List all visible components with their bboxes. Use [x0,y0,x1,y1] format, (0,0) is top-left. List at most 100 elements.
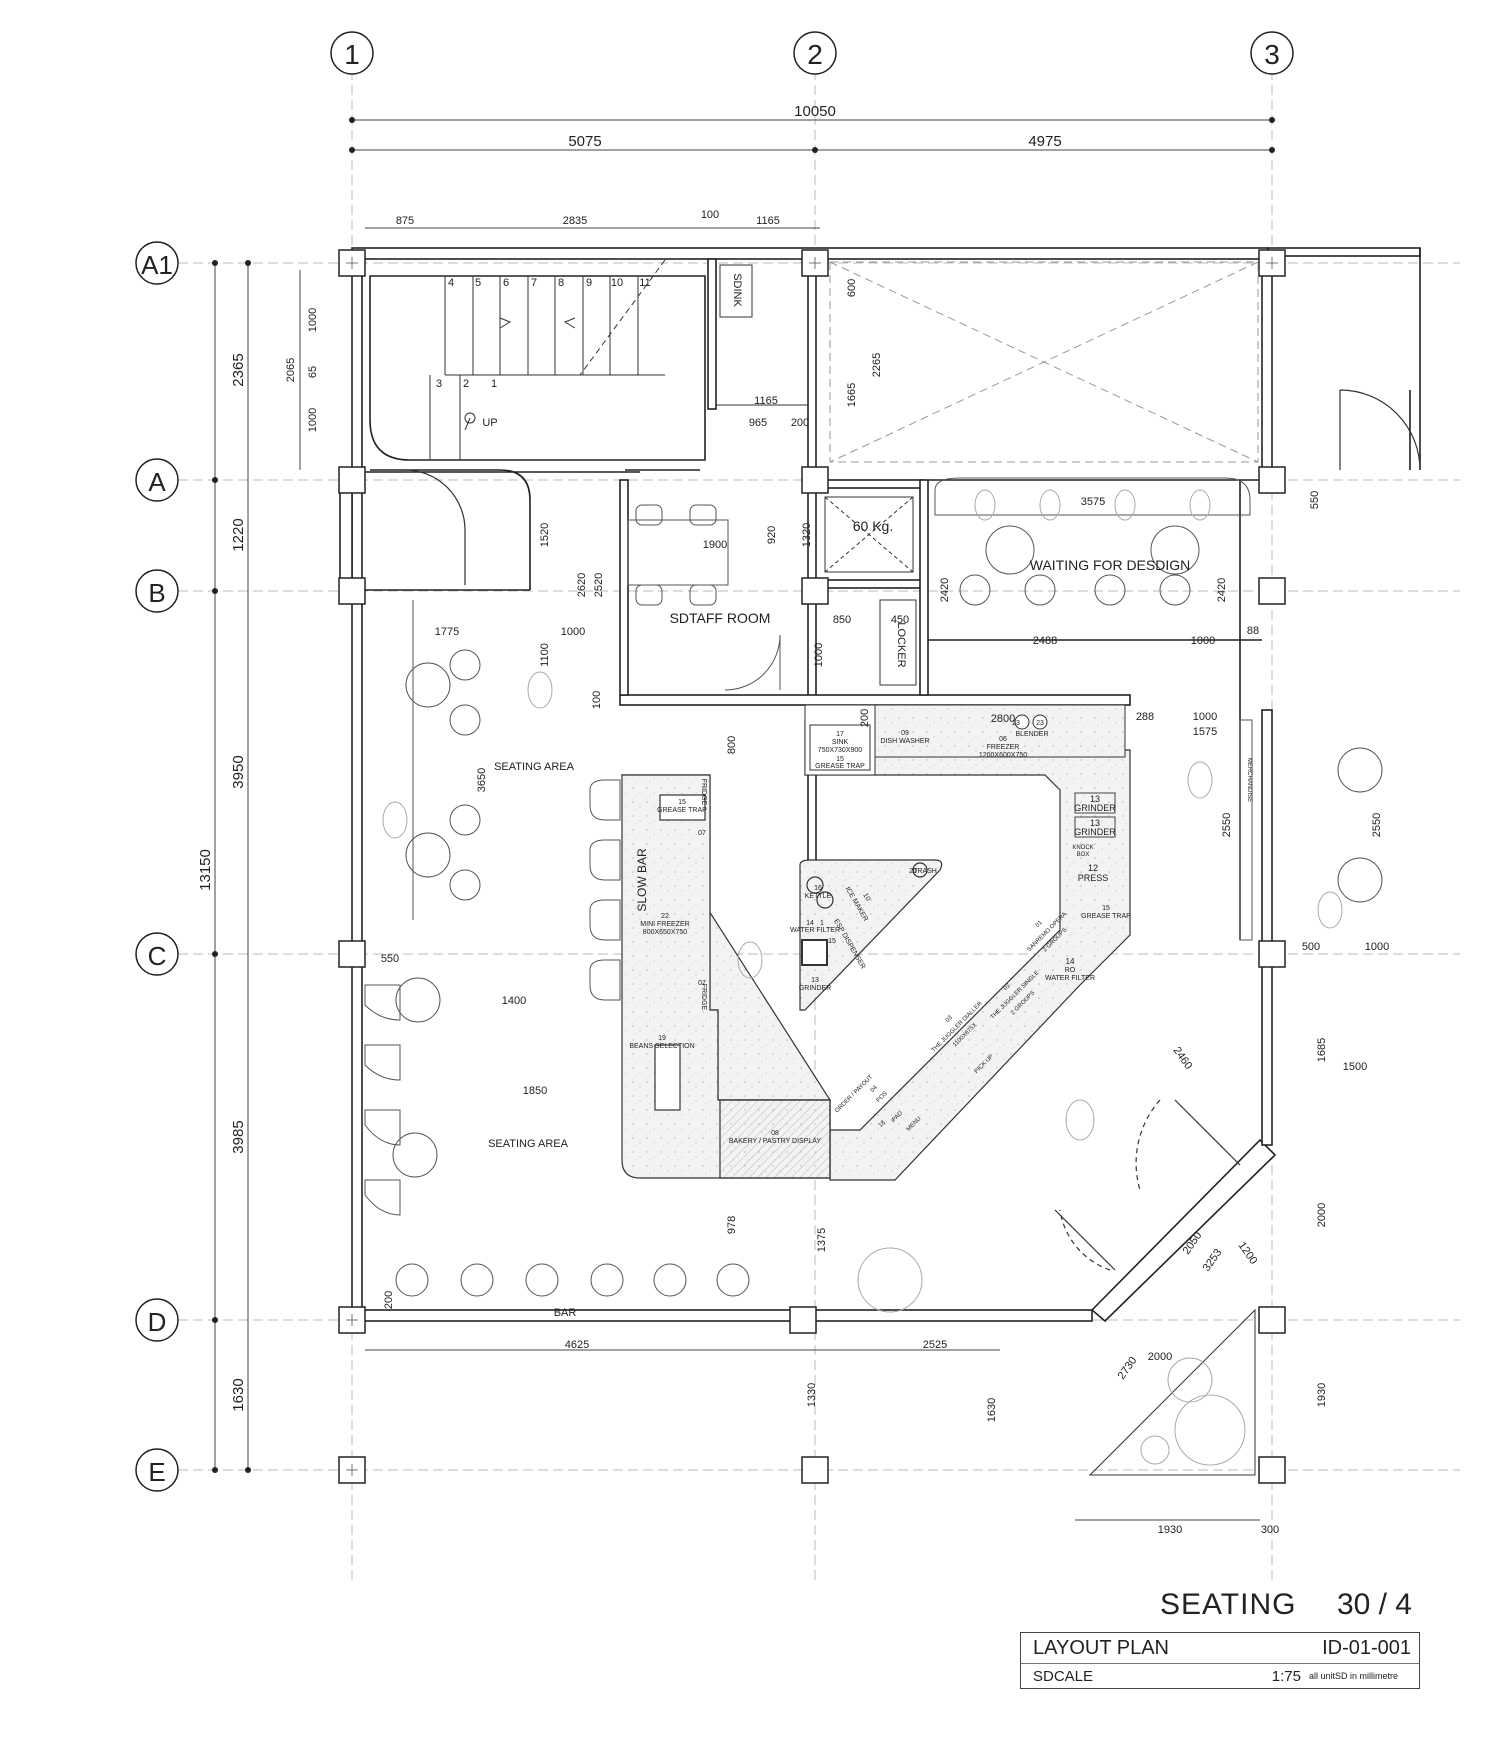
eq-grease-num: 15 [836,756,844,763]
eq-bakery-num: 08 [771,1130,779,1137]
dim-1320: 1320 [801,523,813,547]
dim-1775: 1775 [435,626,459,638]
dim-1630: 1630 [986,1398,998,1422]
eq-water14-sub: 1 [820,920,824,927]
eq-mini-freezer-name: MINI FREEZER [640,921,689,928]
grid-col-1: 1 [344,39,360,70]
dim-top-100: 100 [701,209,719,221]
room-lift: 60 Kg. [853,518,893,534]
grid-bubble-labels: 1 2 3 A1 A B C D E [141,39,1280,1487]
eq-blender-num-b: 23 [1036,720,1044,727]
dim-1930-vertical: 1930 [1316,1383,1328,1407]
drawing-name: LAYOUT PLAN [1033,1636,1169,1659]
eq-dish-num: 09 [901,730,909,737]
eq-grease-name: GREASE TRAP [815,763,865,770]
drawing-code: ID-01-001 [1322,1636,1411,1659]
grid-row-a1: A1 [141,250,173,280]
dim-overall-height: 13150 [197,849,214,891]
dim-2620: 2620 [576,573,588,597]
dim-1930: 1930 [1158,1524,1182,1536]
dim-2000-vertical: 2000 [1316,1203,1328,1227]
title-block: SEATING 30 / 4 LAYOUT PLAN ID-01-001 SDC… [1020,1588,1420,1689]
stair-numbers: 4 5 6 7 8 9 10 11 3 2 1 UP [436,277,651,429]
room-locker: LOCKER [895,622,907,667]
eq-water-r-name: WATER FILTER [1045,975,1095,982]
room-staff-room: SDTAFF ROOM [670,610,771,626]
dim-overall-width: 10050 [794,103,836,120]
room-sink: SDINK [731,273,743,307]
locker-unit [879,599,917,686]
dim-200-kitchen: 200 [859,709,871,727]
planter-triangle [857,1247,1256,1476]
room-labels: SDINK SDTAFF ROOM 60 Kg. WAITING FOR DES… [488,273,1252,1319]
grid-bubbles [135,31,1294,1492]
eq-order-payout: ORDER / PAYOUT [834,1074,874,1114]
eq-fridge-a: FRIDGE [700,779,707,806]
room-bar: BAR [554,1307,577,1319]
void-area [829,261,1259,463]
eq-esp-num: 15 [828,938,836,945]
stair-up-label: UP [482,417,497,429]
stair-step-8: 8 [558,277,564,289]
room-slow-bar: SLOW BAR [635,848,649,912]
dim-1165-lower: 1165 [754,395,778,407]
eq-grease-r-name: GREASE TRAP [1081,913,1131,920]
eq-mini-freezer-size: 800X650X750 [643,929,687,936]
eq-ice-num: 10 [861,892,871,902]
dim-2420-right: 2420 [1216,578,1228,602]
grid-col-2: 2 [807,39,823,70]
sheet-number: 30 / 4 [1336,1588,1412,1621]
dim-2550-left: 2550 [1221,813,1233,837]
eq-grinder-island-num: 13 [811,977,819,984]
stair-step-3: 3 [436,378,442,390]
dim-200-d: 200 [383,1291,395,1309]
dim-2000: 2000 [1148,1351,1172,1363]
eq-juggler2-num: 02 [1003,982,1012,991]
dim-row-c-d: 3985 [230,1120,247,1153]
dim-550-c: 550 [381,953,399,965]
eq-sink-name: SINK [832,739,849,746]
dim-3650: 3650 [476,768,488,792]
dim-2730: 2730 [1116,1355,1140,1382]
dim-88: 88 [1247,625,1259,637]
room-seating-upper: SEATING AREA [494,761,575,773]
eq-grinder-r1-num: 13 [1090,794,1100,804]
dimension-labels: 10050 5075 4975 875 2835 100 1165 13150 … [197,103,1389,1536]
dim-1000-vertical: 1000 [813,643,825,667]
dim-2800: 2800 [991,713,1015,725]
dim-1000-b: 1000 [1193,711,1217,723]
dimension-lines [214,119,1272,1521]
eq-beans-name: BEANS SELECTION [629,1043,694,1050]
title-block-row-scale: SDCALE 1:75 all unitSD in millimetre [1021,1664,1419,1688]
eq-grinder-r2-name: GRINDER [1074,827,1116,837]
dim-sink-2265: 2265 [871,353,883,377]
scale-label: SDCALE [1033,1667,1094,1685]
stair-step-5: 5 [475,277,481,289]
structural-columns [338,249,1286,1484]
dim-sink-1665: 1665 [846,383,858,407]
merchandise-shelf [1239,719,1383,941]
stair-step-4: 4 [448,277,454,289]
dim-4625: 4625 [565,1339,589,1351]
dim-1900: 1900 [703,539,727,551]
eq-freezer-num: 06 [999,736,1007,743]
dim-col-1-2: 5075 [568,133,601,150]
column-crosses [346,257,1278,1476]
eq-blender-name: BLENDER [1015,731,1048,738]
dim-2488: 2488 [1033,635,1057,647]
eq-sink-num: 17 [836,731,844,738]
eq-pos-num: 04 [870,1084,879,1093]
eq-water14-num: 14 [806,920,814,927]
dim-965: 965 [749,417,767,429]
eq-water-r-num: 14 [1066,957,1075,966]
sheet-title: SEATING [1160,1588,1297,1621]
grid-row-a: A [148,467,166,497]
entrance-doors [404,389,1421,1271]
stairs [429,259,666,460]
eq-freezer-size: 1200X600X750 [979,752,1027,759]
dim-1685: 1685 [1316,1038,1328,1062]
island-triangle [799,859,943,1011]
stair-step-10: 10 [611,277,623,289]
sink-fixture [716,264,808,406]
